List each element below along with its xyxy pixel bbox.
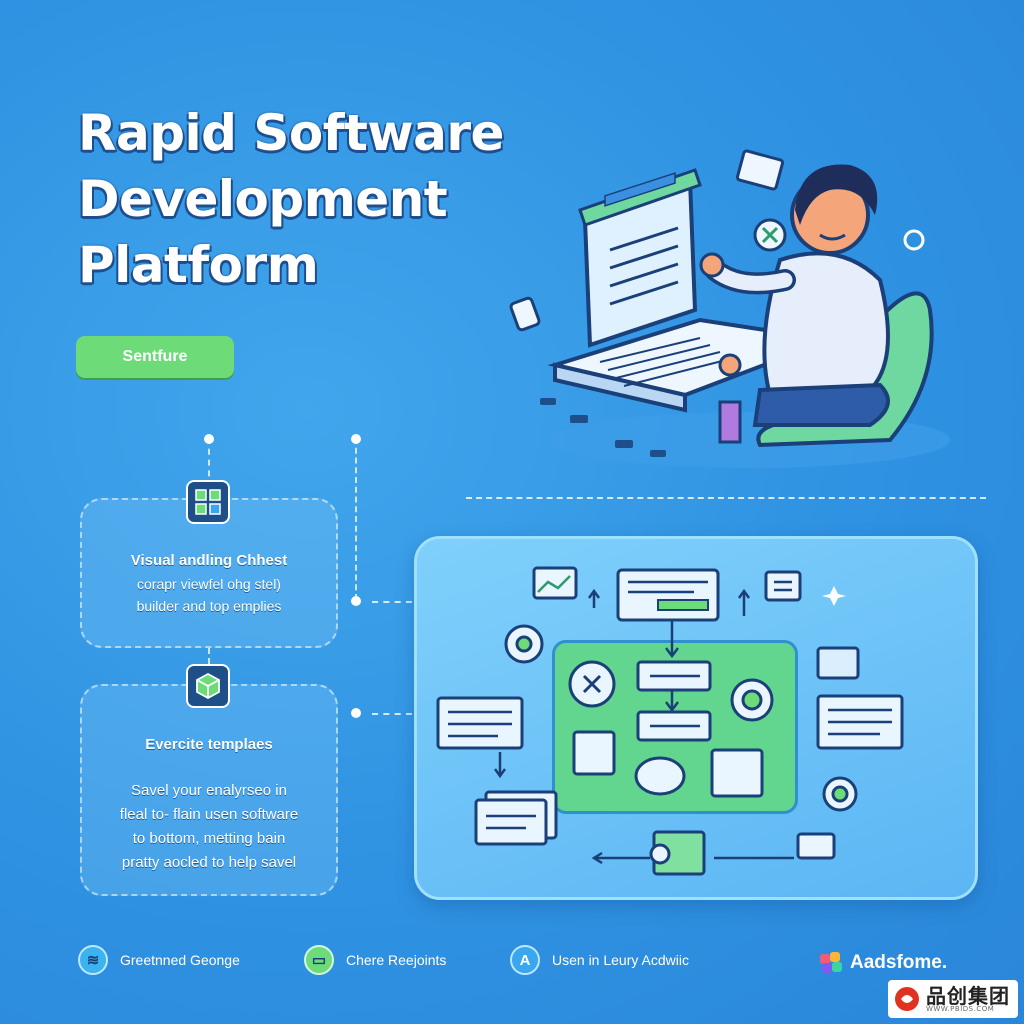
watermark-logo-icon (895, 987, 919, 1011)
title-line-3: Platform (78, 236, 319, 294)
connector-line (208, 438, 210, 498)
footer-item-3[interactable]: A Usen in Leury Acdwiic (510, 945, 689, 975)
footer-item-label: Chere Reejoints (346, 952, 447, 968)
watermark-text: 品创集团 (926, 983, 1010, 1008)
connector-line (372, 601, 412, 603)
brand-mark-icon (820, 952, 842, 973)
developer-illustration (509, 149, 950, 468)
code-icon: ≋ (78, 945, 108, 975)
card-description-line: Savel your enalyrseo in (131, 782, 287, 799)
feature-card-templates[interactable]: Evercite templaes Savel your enalyrseo i… (80, 684, 338, 896)
footer-item-label: Greetnned Geonge (120, 952, 240, 968)
brand-name: Aadsfome. (850, 952, 948, 973)
connector-dot (351, 708, 361, 718)
footer-item-2[interactable]: ▭ Chere Reejoints (304, 945, 446, 975)
card-description: corapr viewfel ohg stel) builder and top… (137, 573, 282, 617)
card-title: Evercite templaes (145, 736, 273, 753)
connector-dot (351, 596, 361, 606)
folder-icon: ▭ (304, 945, 334, 975)
watermark-subtext: WWW.PBIDS.COM (926, 1004, 995, 1013)
connector-dot (351, 434, 361, 444)
connector-line (466, 497, 986, 499)
title-line-1: Rapid Software (78, 104, 504, 162)
cube-icon (186, 664, 230, 708)
letter-a-icon: A (510, 945, 540, 975)
footer-item-label: Usen in Leury Acdwiic (552, 952, 689, 968)
card-description-line: pratty aocled to help savel (121, 854, 297, 871)
card-description: Savel your enalyrseo in fleal to- flain … (120, 779, 298, 875)
card-description-line: to bottom, metting bain (132, 830, 286, 847)
card-title: Visual andling Chhest (130, 552, 288, 569)
card-description-line: corapr viewfel ohg stel) (137, 576, 281, 592)
page-title: Rapid Software Development Platform (78, 100, 558, 298)
brand-logo[interactable]: Aadsfome. (818, 950, 947, 976)
connector-line (355, 438, 357, 600)
grid-blocks-icon (186, 480, 230, 524)
connector-dot (204, 434, 214, 444)
title-line-2: Development (78, 170, 448, 228)
watermark: 品创集团 WWW.PBIDS.COM (888, 980, 1018, 1018)
connector-line (372, 713, 412, 715)
footer-item-1[interactable]: ≋ Greetnned Geonge (78, 945, 240, 975)
start-button[interactable]: Sentfure (76, 336, 234, 378)
card-description-line: fleal to- flain usen software (119, 806, 299, 823)
card-description-line: builder and top emplies (136, 598, 282, 614)
workflow-diagram (436, 566, 904, 876)
